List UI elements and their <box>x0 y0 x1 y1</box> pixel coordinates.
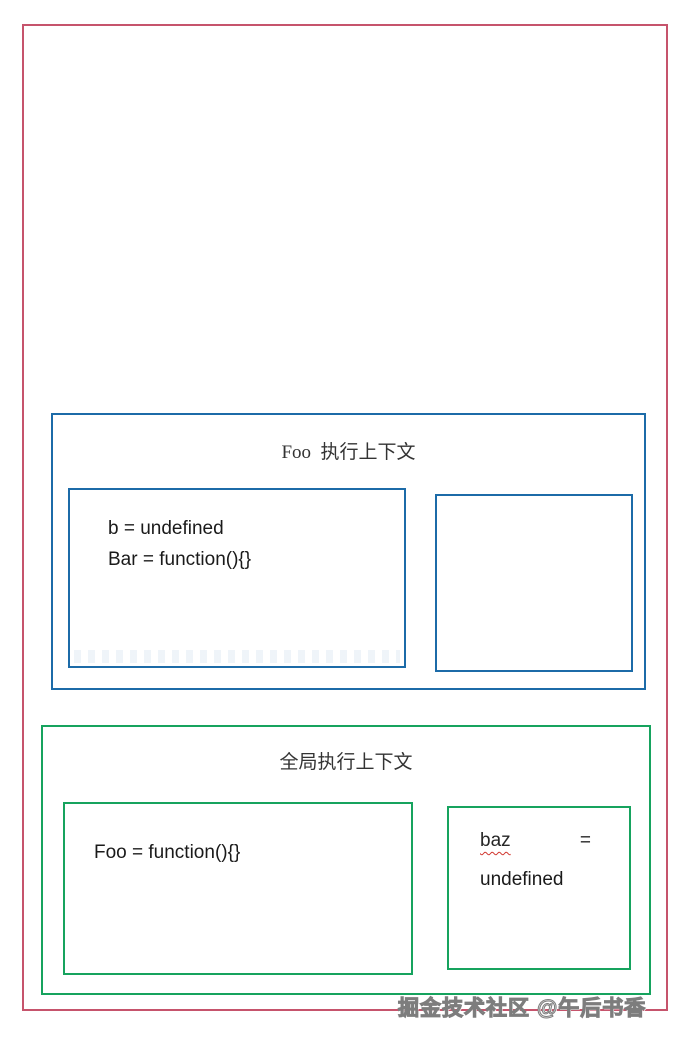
foo-var-line-bar: Bar = function(){} <box>108 549 252 570</box>
global-context-title: 全局执行上下文 <box>279 752 413 773</box>
global-variable-object-box: Foo = function(){} <box>63 802 413 975</box>
site-watermark: 掘金技术社区 @午后书香 <box>398 997 647 1021</box>
baz-word: baz <box>480 830 511 851</box>
global-var-line-foo: Foo = function(){} <box>94 842 241 863</box>
foo-empty-box <box>435 494 633 672</box>
faint-watermark-strip <box>74 650 400 663</box>
foo-context-title: Foo 执行上下文 <box>281 442 416 463</box>
foo-var-line-b: b = undefined <box>108 518 224 539</box>
foo-variable-object-box: b = undefined Bar = function(){} <box>68 488 406 668</box>
baz-variable-box: baz = undefined <box>447 806 631 970</box>
outer-red-frame <box>22 24 668 1011</box>
equals-sign: = <box>579 830 591 851</box>
baz-value-line: undefined <box>480 869 564 890</box>
baz-assignment-line: baz = <box>480 830 591 852</box>
